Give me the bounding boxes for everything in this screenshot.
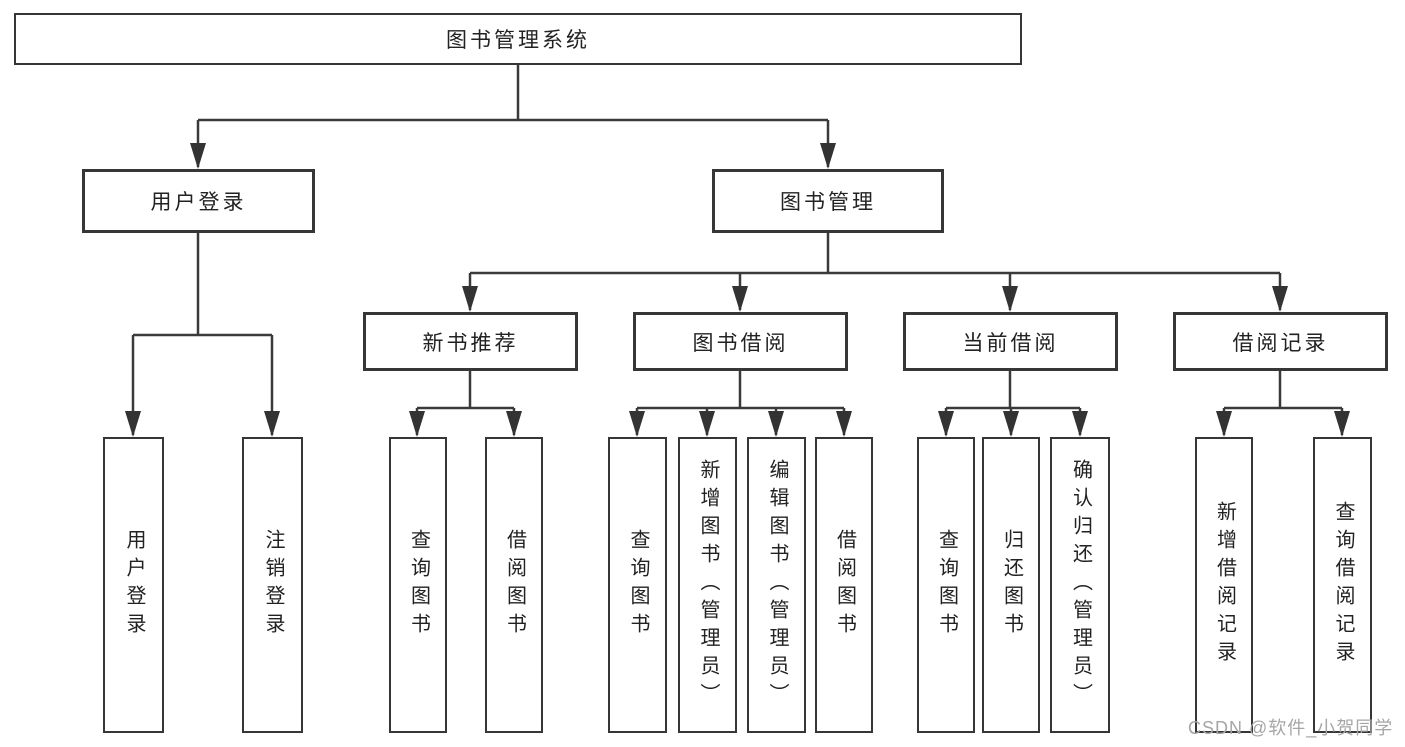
connector-mgmt-to-level3 [468,233,1282,310]
node-book-borrowing: 图书借阅 [633,312,848,371]
connector-root-to-level2 [196,65,830,167]
leaf-add-book-admin: 新增图书（管理员） [678,437,737,733]
leaf-label: 借阅图书 [503,529,526,641]
node-book-management: 图书管理 [712,169,944,233]
leaf-label: 编辑图书（管理员） [766,459,788,711]
connector-borrowing-children [635,371,846,435]
leaf-query-books-borrowing: 查询图书 [608,437,667,733]
node-library-system: 图书管理系统 [14,13,1022,65]
leaf-query-books-current: 查询图书 [917,437,975,733]
connector-newbook-children [415,371,516,435]
node-user-login: 用户登录 [82,169,315,233]
leaf-borrow-books-recommend: 借阅图书 [485,437,543,733]
leaf-label: 确认归还（管理员） [1069,459,1092,711]
leaf-edit-book-admin: 编辑图书（管理员） [747,437,806,733]
leaf-user-login: 用户登录 [103,437,164,733]
leaf-label: 用户登录 [123,529,145,641]
leaf-label: 查询图书 [407,529,430,641]
leaf-label: 注销登录 [262,529,284,641]
leaf-label: 查询图书 [935,529,958,641]
leaf-label: 查询借阅记录 [1332,501,1354,669]
leaf-borrow-books-borrowing: 借阅图书 [815,437,873,733]
leaf-query-books-recommend: 查询图书 [389,437,447,733]
leaf-return-book: 归还图书 [982,437,1040,733]
connector-login-children [131,233,274,435]
node-current-borrowing: 当前借阅 [903,312,1118,371]
csdn-watermark: CSDN @软件_小贺同学 [1188,718,1394,738]
leaf-query-borrow-record: 查询借阅记录 [1313,437,1372,733]
connector-records-children [1222,371,1344,435]
leaf-logout: 注销登录 [242,437,303,733]
leaf-label: 新增借阅记录 [1213,501,1236,669]
leaf-label: 借阅图书 [833,529,856,641]
leaf-label: 查询图书 [627,529,649,641]
node-borrowing-records: 借阅记录 [1173,312,1388,371]
leaf-label: 新增图书（管理员） [697,459,719,711]
leaf-confirm-return-admin: 确认归还（管理员） [1050,437,1110,733]
leaf-label: 归还图书 [1000,529,1023,641]
arrowheads [125,143,1350,437]
leaf-add-borrow-record: 新增借阅记录 [1195,437,1253,733]
node-new-book-recommend: 新书推荐 [363,312,578,371]
